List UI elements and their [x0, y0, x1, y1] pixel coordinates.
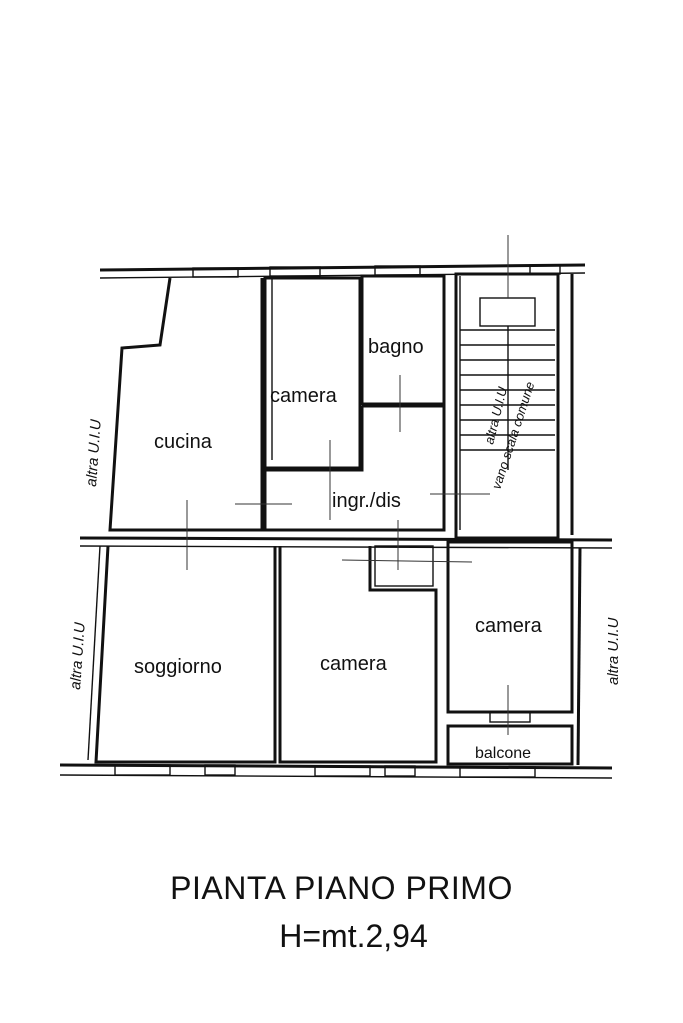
label-soggiorno: soggiorno: [134, 656, 222, 678]
room-camera-right-walls: [446, 540, 574, 723]
room-camera-top-walls: [263, 276, 362, 470]
label-camera-right: camera: [475, 615, 543, 637]
label-bagno: bagno: [368, 336, 424, 358]
label-cucina: cucina: [154, 431, 213, 453]
label-camera-mid: camera: [320, 653, 388, 675]
section-marks: [186, 375, 509, 735]
room-ingresso-walls: [263, 404, 446, 532]
plan-height: H=mt.2,94: [279, 918, 428, 954]
plan-title: PIANTA PIANO PRIMO: [170, 870, 513, 906]
label-neighbor-right-bottom: altra U.I.U: [605, 617, 622, 685]
label-ingresso: ingr./dis: [332, 490, 401, 512]
exterior-walls: [59, 263, 613, 779]
room-soggiorno-walls: [87, 545, 277, 764]
label-camera-top: camera: [270, 385, 338, 407]
stairwell: [430, 235, 574, 540]
room-cucina-walls: [108, 277, 264, 532]
label-balcone: balcone: [475, 745, 531, 762]
stair-treads: [460, 326, 555, 470]
room-camera-mid-walls: [278, 545, 438, 764]
room-balcone-walls: [446, 724, 574, 766]
label-neighbor-left-bottom: altra U.I.U: [67, 622, 89, 691]
label-neighbor-left-top: altra U.I.U: [83, 419, 105, 488]
room-bagno-walls: [360, 274, 446, 406]
